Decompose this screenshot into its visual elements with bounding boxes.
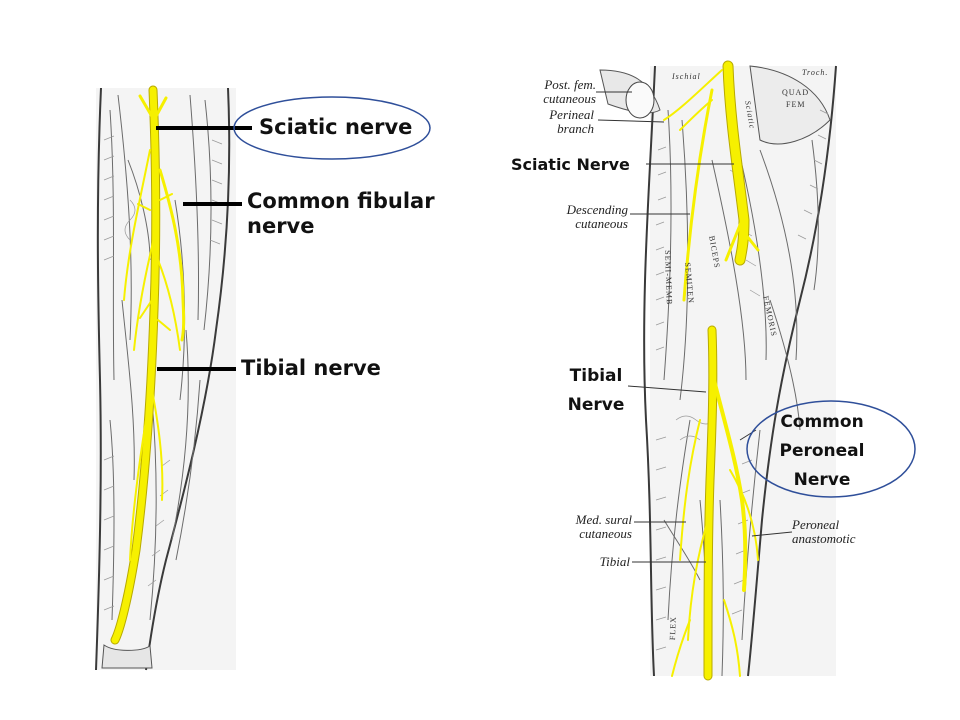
label-common-fibular-line2: nerve bbox=[247, 214, 315, 238]
right-nerve-tree bbox=[663, 60, 760, 681]
label-peroneal-anast-line1: Peroneal bbox=[792, 517, 840, 532]
label-peroneal-anastomotic: Peroneal anastomotic bbox=[792, 518, 882, 546]
label-descending-cutaneous: Descending cutaneous bbox=[540, 203, 628, 231]
muscle-label-quad: QUAD bbox=[782, 88, 810, 97]
right-leg-illustration bbox=[599, 65, 837, 677]
sciatic-highlight-ring bbox=[233, 96, 431, 160]
left-leg-illustration bbox=[95, 87, 236, 671]
label-sciatic-nerve-right: Sciatic Nerve bbox=[511, 155, 630, 174]
label-common-peroneal-line3: Nerve bbox=[793, 470, 851, 490]
muscle-label-semimemb: SEMI-MEMB bbox=[663, 250, 674, 306]
muscle-label-ischial: Ischial bbox=[672, 72, 701, 81]
label-tibial-nerve-right: Tibial Nerve bbox=[560, 362, 632, 420]
label-common-peroneal-line1: Common bbox=[780, 412, 864, 432]
muscle-label-fem: FEM bbox=[786, 100, 806, 109]
label-perineal-line1: Perineal bbox=[549, 107, 594, 122]
label-descending-line1: Descending bbox=[566, 202, 628, 217]
right-leader-lines bbox=[596, 91, 793, 563]
label-common-peroneal-line2: Peroneal bbox=[779, 441, 865, 461]
label-tibial-nerve: Tibial nerve bbox=[241, 356, 381, 380]
muscle-label-flex: FLEX bbox=[668, 616, 678, 641]
label-tibial-line1: Tibial bbox=[569, 366, 623, 386]
label-descending-line2: cutaneous bbox=[575, 216, 628, 231]
label-med-sural-cutaneous: Med. sural cutaneous bbox=[550, 513, 632, 541]
left-nerve-tree bbox=[110, 85, 186, 645]
label-post-fem-line2: cutaneous bbox=[543, 91, 596, 106]
label-sciatic-nerve: Sciatic nerve bbox=[259, 115, 413, 139]
label-post-fem-line1: Post. fem. bbox=[544, 77, 596, 92]
label-tibial-line2: Nerve bbox=[567, 395, 625, 415]
label-common-fibular-nerve: Common fibular nerve bbox=[247, 189, 435, 239]
label-common-fibular-line1: Common fibular bbox=[247, 189, 435, 213]
common-peroneal-highlight-ring bbox=[746, 400, 916, 498]
label-common-peroneal-nerve: Common Peroneal Nerve bbox=[770, 408, 874, 495]
label-peroneal-anast-line2: anastomotic bbox=[792, 531, 856, 546]
muscle-label-troch: Troch. bbox=[802, 68, 829, 77]
left-leader-lines bbox=[156, 126, 252, 371]
label-tibial-small: Tibial bbox=[599, 554, 630, 569]
label-post-fem-cutaneous: Post. fem. cutaneous bbox=[518, 78, 596, 106]
label-perineal-line2: branch bbox=[557, 121, 594, 136]
label-med-sural-line1: Med. sural bbox=[575, 512, 632, 527]
label-perineal-branch: Perineal branch bbox=[520, 108, 594, 136]
label-med-sural-line2: cutaneous bbox=[579, 526, 632, 541]
